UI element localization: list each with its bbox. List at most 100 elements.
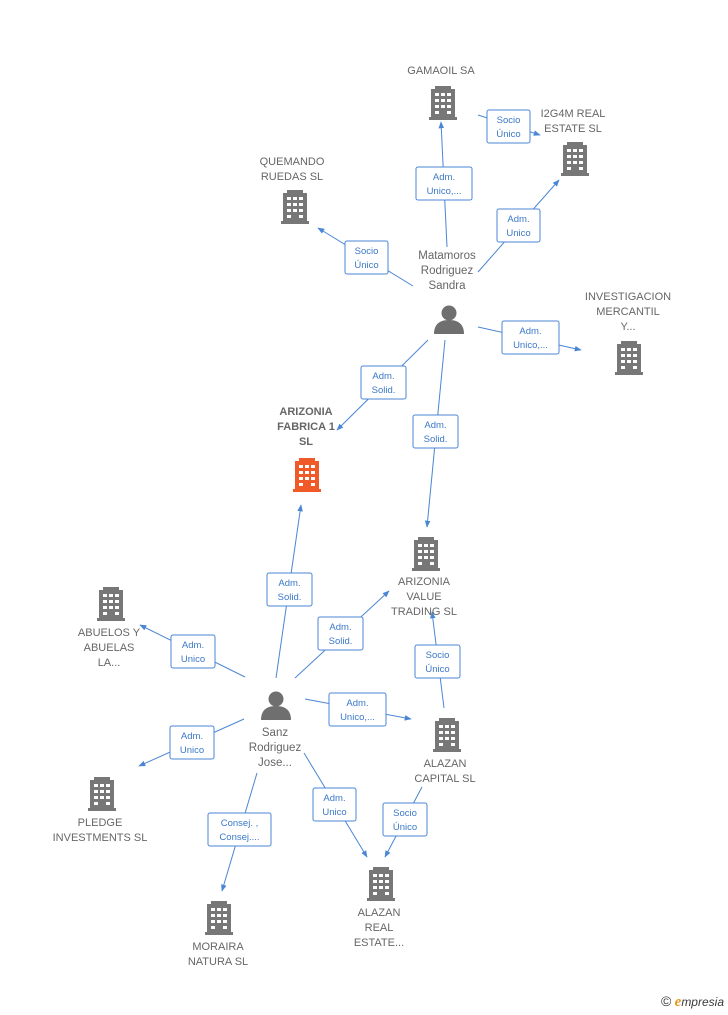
building-icon[interactable] (615, 341, 643, 375)
relation-box[interactable] (412, 414, 459, 449)
company-name: SL (299, 436, 313, 448)
person-name: Rodriguez (421, 265, 474, 277)
relation-label-r3[interactable]: Adm.Unico (496, 208, 541, 243)
company-name: Y... (620, 321, 635, 333)
relation-text: Adm. (424, 420, 446, 431)
building-icon[interactable] (205, 901, 233, 935)
company-name: MERCANTIL (596, 306, 660, 318)
company-node-abuelos[interactable]: ABUELOS YABUELASLA... (78, 587, 141, 669)
relation-label-r5[interactable]: Adm.Unico,... (501, 320, 560, 355)
building-icon[interactable] (412, 537, 440, 571)
company-name: ESTATE... (354, 937, 404, 949)
relation-label-r12[interactable]: Adm.Unico,... (328, 692, 387, 727)
relation-text: Solid. (278, 592, 302, 603)
relation-label-r14[interactable]: Adm. Unico (312, 787, 357, 822)
building-icon[interactable] (293, 458, 321, 492)
relation-box[interactable] (414, 644, 461, 679)
company-name: ARIZONIA (279, 406, 332, 418)
company-node-i2g4m[interactable]: I2G4M REAL ESTATE SL (541, 108, 606, 176)
relation-box[interactable] (501, 320, 560, 355)
building-icon[interactable] (281, 190, 309, 224)
person-node-sanz[interactable]: SanzRodriguezJose... (249, 691, 302, 770)
relation-text: Unico (322, 807, 346, 818)
relation-box[interactable] (312, 787, 357, 822)
relation-box[interactable] (328, 692, 387, 727)
brand-initial: e (674, 994, 682, 1010)
building-icon[interactable] (433, 718, 461, 752)
relation-text: Único (354, 260, 378, 271)
relation-box[interactable] (344, 240, 389, 275)
relation-box[interactable] (207, 812, 272, 847)
relation-label-r1[interactable]: Adm. Unico,... (415, 166, 473, 201)
company-name: ALAZAN (424, 758, 467, 770)
company-name: ABUELAS (84, 642, 135, 654)
relation-text: Solid. (372, 385, 396, 396)
relation-text: Solid. (424, 434, 448, 445)
company-name: NATURA SL (188, 956, 248, 968)
relation-label-r16[interactable]: Consej. ,Consej.... (207, 812, 272, 847)
building-icon[interactable] (561, 142, 589, 176)
relation-text: Adm. (181, 731, 203, 742)
relation-label-r8[interactable]: Adm. Solid. (266, 572, 313, 607)
relation-box[interactable] (486, 109, 531, 144)
company-name: ALAZAN (358, 907, 401, 919)
company-name: PLEDGE (78, 817, 123, 829)
company-name: TRADING SL (391, 606, 457, 618)
company-name: GAMAOIL SA (407, 65, 475, 77)
relation-box[interactable] (169, 725, 215, 760)
relation-text: Adm. (323, 793, 345, 804)
company-node-alazan-real[interactable]: ALAZANREALESTATE... (354, 867, 404, 949)
building-icon[interactable] (97, 587, 125, 621)
company-node-gamaoil[interactable]: GAMAOIL SA (407, 65, 475, 120)
building-icon[interactable] (429, 86, 457, 120)
company-name: INVESTMENTS SL (53, 832, 148, 844)
relation-label-r7[interactable]: Adm. Solid. (412, 414, 459, 449)
relation-text: Consej.... (219, 832, 259, 843)
relation-text: Socio (497, 115, 521, 126)
relation-text: Adm. (519, 326, 541, 337)
relation-box[interactable] (496, 208, 541, 243)
relation-label-r10[interactable]: Adm.Unico (170, 634, 216, 669)
building-icon[interactable] (367, 867, 395, 901)
building-icon[interactable] (88, 777, 116, 811)
company-name: ESTATE SL (544, 123, 602, 135)
company-node-investigacion[interactable]: INVESTIGACION MERCANTIL Y... (585, 291, 671, 375)
company-node-pledge[interactable]: PLEDGE INVESTMENTS SL (53, 777, 148, 844)
person-name: Rodriguez (249, 742, 302, 754)
relation-label-r9[interactable]: Adm.Solid. (317, 616, 364, 651)
relation-box[interactable] (415, 166, 473, 201)
relation-text: Solid. (329, 636, 353, 647)
person-name: Jose... (258, 757, 292, 769)
relation-label-r13[interactable]: Adm.Unico (169, 725, 215, 760)
relation-text: Unico,... (427, 186, 462, 197)
relation-box[interactable] (170, 634, 216, 669)
company-name: QUEMANDO (260, 156, 325, 168)
relation-text: Adm. (346, 698, 368, 709)
company-name: I2G4M REAL (541, 108, 606, 120)
relation-label-r6[interactable]: Adm.Solid. (360, 365, 407, 400)
relation-box[interactable] (266, 572, 313, 607)
person-name: Sanz (262, 727, 288, 739)
relation-box[interactable] (360, 365, 407, 400)
relation-text: Adm. (433, 172, 455, 183)
company-name: ARIZONIA (398, 576, 451, 588)
relation-text: Adm. (182, 640, 204, 651)
person-icon[interactable] (261, 691, 291, 721)
relation-text: Adm. (278, 578, 300, 589)
empresia-watermark: © empresia (661, 993, 724, 1011)
company-name: INVESTIGACION (585, 291, 671, 303)
relation-box[interactable] (317, 616, 364, 651)
person-icon[interactable] (434, 305, 464, 335)
relation-box[interactable] (382, 802, 428, 837)
